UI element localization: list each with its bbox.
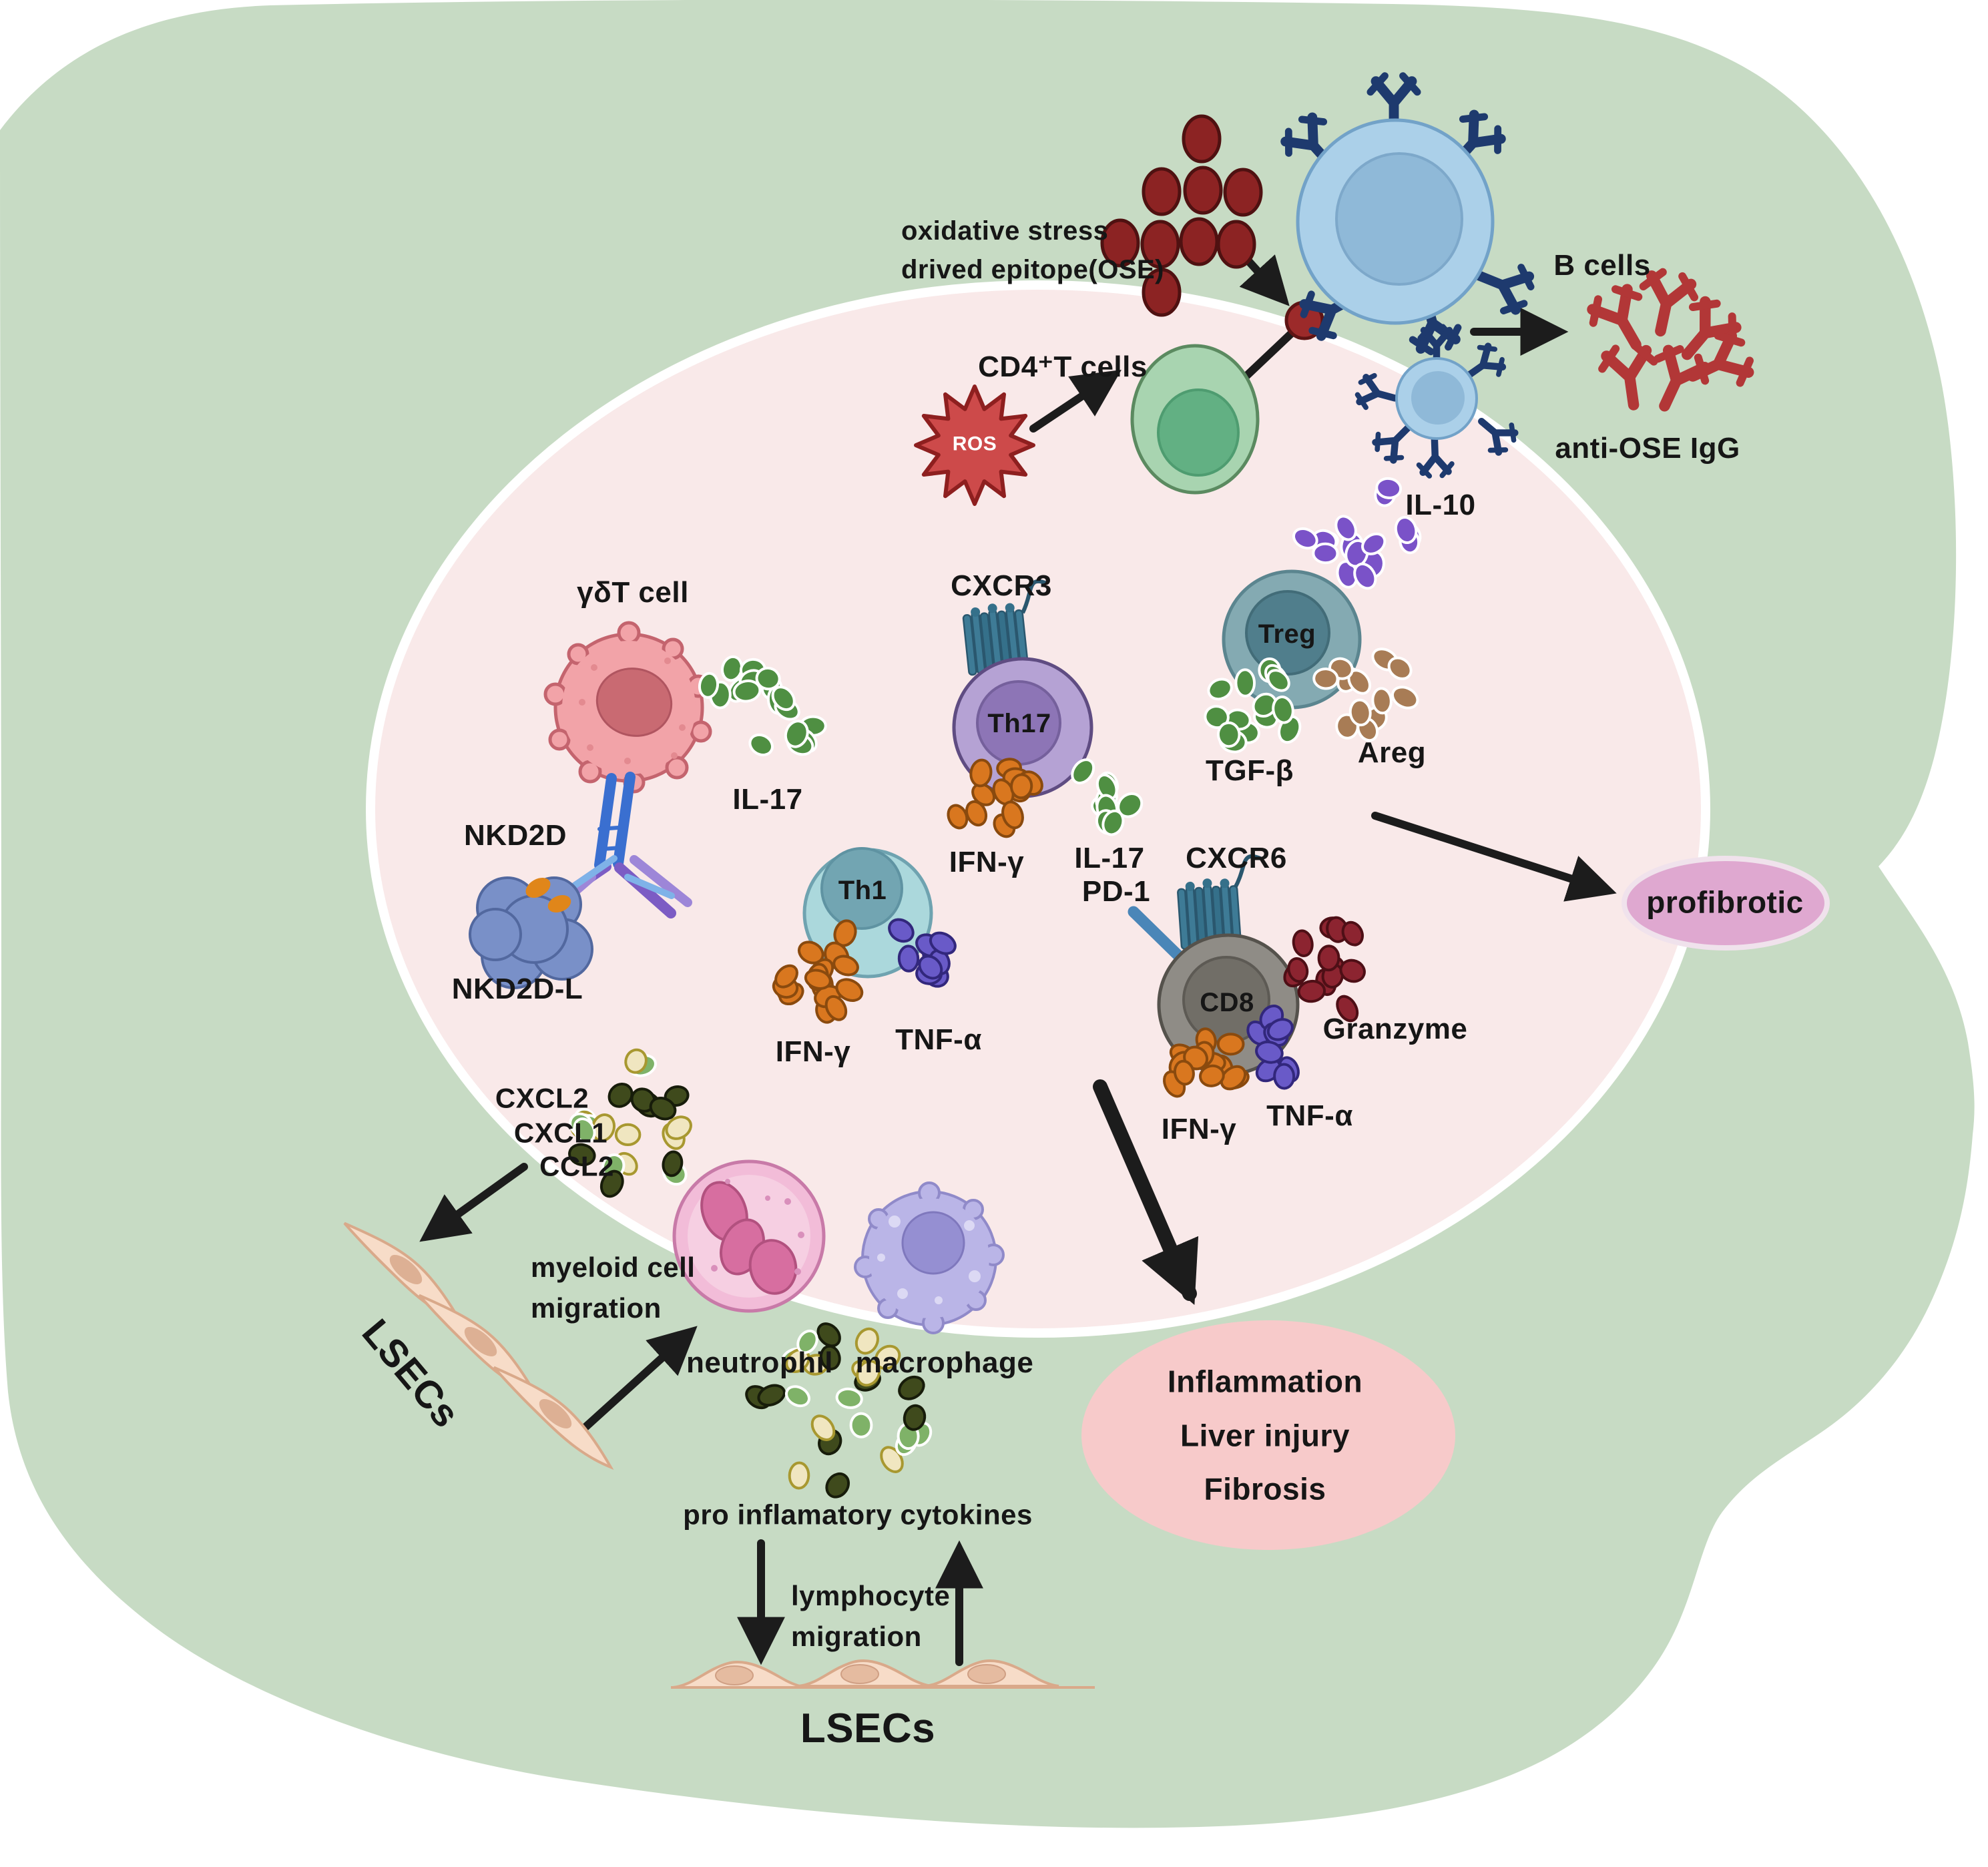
b-cell-small xyxy=(1355,326,1521,476)
il10-dots xyxy=(1292,477,1422,590)
b-cell-large xyxy=(1278,76,1536,356)
cd4-label: CD4⁺T cells xyxy=(978,350,1148,384)
ifng-cd8-label: IFN-γ xyxy=(1161,1113,1237,1146)
myeloid-migration-label: myeloid cell migration xyxy=(531,1252,696,1324)
outcome-ellipse xyxy=(1081,1320,1455,1550)
il17-left-label: IL-17 xyxy=(732,783,803,816)
il10-label: IL-10 xyxy=(1405,489,1476,522)
nkd2d-binding-sites xyxy=(525,877,571,913)
ifng-th17-dots xyxy=(947,758,1043,838)
ifng-th1-label: IFN-γ xyxy=(775,1035,851,1069)
lymphocyte-migration-label: lymphocyte migration xyxy=(791,1580,951,1652)
line-cd4-to-ose-dot xyxy=(1239,328,1296,383)
arrow-chemokine-to-lsec xyxy=(419,1163,528,1242)
arrow-ose-to-bcell xyxy=(1239,251,1290,306)
ifng-cd8-dots xyxy=(1163,1027,1250,1098)
tnfa-th1-label: TNF-α xyxy=(895,1023,982,1057)
cxcr3-squiggle xyxy=(1021,579,1048,614)
il17-mid-label: IL-17 xyxy=(1074,842,1145,875)
arrow-lsec-to-neutrophil xyxy=(581,1326,698,1431)
arrow-ros-to-cd4 xyxy=(1029,370,1122,433)
arrow-to-profibrotic xyxy=(1371,812,1617,902)
macrophage-label: macrophage xyxy=(855,1346,1034,1380)
lsecs-bottom-label: LSECs xyxy=(800,1705,936,1752)
gdt-label: γδT cell xyxy=(577,576,689,609)
cxcr6-label: CXCR6 xyxy=(1186,842,1287,875)
ifng-th1-dots xyxy=(772,941,864,1024)
macrophage-cell xyxy=(854,1181,1005,1334)
ccl2-label: CCL2 xyxy=(539,1150,614,1182)
th1-label: Th1 xyxy=(838,876,887,905)
neutrophil-label: neutrophil xyxy=(686,1346,834,1380)
chemokine-dots xyxy=(568,1048,692,1198)
ose-label: oxidative stress drived epitope(OSE) xyxy=(901,216,1164,284)
b-cells-label: B cells xyxy=(1553,249,1651,282)
granzyme-dots xyxy=(1283,916,1366,1023)
cytokines-label: pro inflamatory cytokines xyxy=(683,1499,1033,1531)
arrow-to-outcome xyxy=(1093,1079,1199,1305)
granzyme-label: Granzyme xyxy=(1322,1013,1468,1046)
cxcr6-squiggle xyxy=(1233,854,1262,889)
tnfa-th1-dots xyxy=(888,918,957,988)
ros-burst xyxy=(914,384,1035,506)
tgfb-label: TGF-β xyxy=(1206,754,1294,788)
il17-mid-dots xyxy=(1071,758,1144,836)
areg-label: Areg xyxy=(1357,736,1427,770)
tgfb-dots xyxy=(1204,657,1302,754)
areg-dots xyxy=(1312,647,1419,742)
neutrophil-cell xyxy=(672,1159,826,1313)
cxcl2-label: CXCL2 xyxy=(495,1082,589,1114)
arrows xyxy=(419,251,1617,1666)
profibrotic-ellipse xyxy=(1622,856,1830,951)
proinflammatory-dots xyxy=(745,1322,933,1499)
tnfa-cd8-dots xyxy=(1246,1005,1300,1090)
cd4-t-cell xyxy=(1130,344,1260,495)
ros-label: ROS xyxy=(952,433,997,455)
anti-ose-igg-label: anti-OSE IgG xyxy=(1555,432,1740,465)
lsec-row-bottom xyxy=(671,1659,1095,1689)
cxcl1-label: CXCL1 xyxy=(513,1117,608,1149)
ose-cluster xyxy=(1100,114,1263,317)
tnfa-cd8-label: TNF-α xyxy=(1266,1099,1353,1133)
th17-label: Th17 xyxy=(987,709,1051,738)
treg-label: Treg xyxy=(1258,619,1316,649)
il17-left-dots xyxy=(698,655,827,756)
pd1-label: PD-1 xyxy=(1081,875,1151,908)
nkd2d-label: NKD2D xyxy=(463,819,567,852)
nkd2dl-label: NKD2D-L xyxy=(451,973,583,1006)
profibrotic-label: profibrotic xyxy=(1646,884,1804,920)
outcome-label: Inflammation Liver injury Fibrosis xyxy=(1167,1364,1363,1507)
cxcr3-label: CXCR3 xyxy=(951,569,1052,603)
ifng-th17-label: IFN-γ xyxy=(949,846,1025,879)
cd8-label: CD8 xyxy=(1200,988,1254,1017)
